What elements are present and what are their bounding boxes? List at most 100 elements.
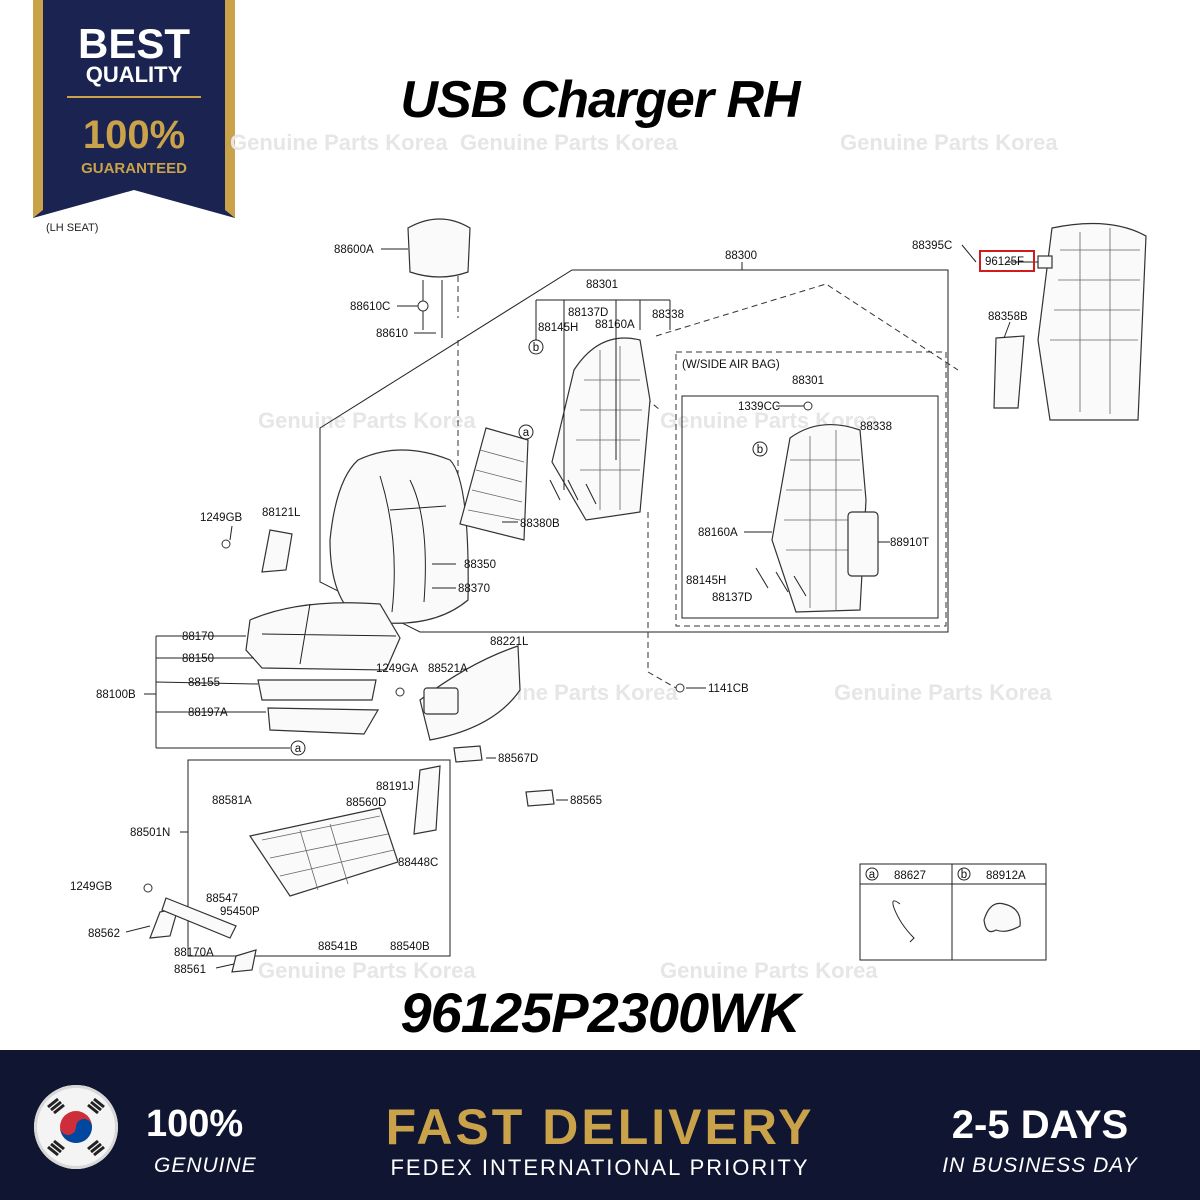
part-label: 1339CC xyxy=(738,401,780,413)
side-airbag-box xyxy=(675,351,947,627)
callout-a: a xyxy=(523,427,530,439)
part-label: 88380B xyxy=(520,518,560,530)
best-quality-badge: BEST QUALITY 100% GUARANTEED xyxy=(33,0,235,218)
korean-flag-icon xyxy=(34,1085,118,1169)
callout-b: b xyxy=(757,444,763,456)
badge-best: BEST xyxy=(78,20,190,67)
part-label: 88567D xyxy=(498,753,538,765)
watermark: Genuine Parts Korea xyxy=(834,680,1052,705)
genuine-label: GENUINE xyxy=(154,1154,257,1177)
part-label: 1249GB xyxy=(200,512,243,524)
part-label: 88370 xyxy=(458,583,490,595)
backrest-pad xyxy=(459,427,529,541)
part-label: 88561 xyxy=(174,964,206,976)
part-label: 88155 xyxy=(188,677,220,689)
seat-switch xyxy=(423,687,459,715)
badge-quality: QUALITY xyxy=(86,62,183,87)
part-label: 95450P xyxy=(220,906,260,918)
seatback-cushion xyxy=(329,449,469,624)
legend-b-part: 88912A xyxy=(986,870,1026,882)
part-label: 88145H xyxy=(538,322,578,334)
part-label: 88395C xyxy=(912,240,952,252)
part-label: 88581A xyxy=(212,795,252,807)
seatback-back-cover xyxy=(1037,222,1147,421)
side-airbag-label: (W/SIDE AIR BAG) xyxy=(682,359,780,371)
legend-a-part: 88627 xyxy=(894,870,926,882)
part-label: 88300 xyxy=(725,250,757,262)
part-label: 88501N xyxy=(130,827,170,839)
callout-a: a xyxy=(295,743,302,755)
badge-guaranteed: GUARANTEED xyxy=(81,160,187,177)
seatback-group-outline xyxy=(319,269,949,633)
watermark: Genuine Parts Korea xyxy=(660,958,878,983)
clip-88912A xyxy=(983,902,1021,933)
part-label: 88610C xyxy=(350,301,390,313)
part-label: 88160A xyxy=(698,527,738,539)
part-label: 88610 xyxy=(376,328,408,340)
watermark: Genuine Parts Korea xyxy=(230,130,448,155)
page-title: USB Charger RH xyxy=(400,71,800,129)
seat-harness-cover xyxy=(413,765,441,835)
seat-cushion-pan xyxy=(267,707,380,735)
part-label: 88910T xyxy=(890,537,929,549)
legend-box: a 88627 b 88912A xyxy=(859,863,1047,961)
side-airbag-module xyxy=(847,511,879,577)
footer-banner xyxy=(0,1050,1200,1200)
watermark: Genuine Parts Korea xyxy=(258,958,476,983)
rear-cover xyxy=(231,949,257,973)
part-label: 1141CB xyxy=(708,683,749,695)
side-shield xyxy=(419,645,521,741)
legend-a-key: a xyxy=(869,869,876,881)
part-label: 88358B xyxy=(988,311,1028,323)
part-label: 88338 xyxy=(860,421,892,433)
badge-percent: 100% xyxy=(83,113,185,157)
part-label: 88145H xyxy=(686,575,726,587)
part-label: 88191J xyxy=(376,781,414,793)
part-label: 1249GA xyxy=(376,663,419,675)
shipping-method: FEDEX INTERNATIONAL PRIORITY xyxy=(390,1155,810,1180)
part-label: 88521A xyxy=(428,663,468,675)
part-label: 88197A xyxy=(188,707,228,719)
part-label: 88170 xyxy=(182,631,214,643)
legend-b-key: b xyxy=(961,869,967,881)
part-label: 88541B xyxy=(318,941,358,953)
seat-track-group-outline xyxy=(187,759,451,957)
watermark: Genuine Parts Korea xyxy=(258,408,476,433)
callouts: b a b a xyxy=(290,339,768,756)
bolts xyxy=(143,300,813,893)
airbag-seatback-frame xyxy=(771,424,867,613)
fast-delivery-headline: FAST DELIVERY xyxy=(385,1099,815,1155)
part-label: 88565 xyxy=(570,795,602,807)
cover-88567D xyxy=(453,745,483,763)
part-label: 88540B xyxy=(390,941,430,953)
part-label: 88160A xyxy=(595,319,635,331)
part-label: 88547 xyxy=(206,893,238,905)
part-number: 96125P2300WK xyxy=(400,981,801,1044)
part-label: 88100B xyxy=(96,689,136,701)
highlight-box xyxy=(979,250,1035,272)
cover-88565 xyxy=(525,789,555,807)
watermarks: Genuine Parts Korea Genuine Parts Korea … xyxy=(230,130,1058,983)
seat-cushion xyxy=(245,602,401,671)
watermark: Genuine Parts Korea xyxy=(460,130,678,155)
part-labels: 88600A 88610C 88610 88300 88301 88137D 8… xyxy=(70,240,1028,976)
genuine-percent: 100% xyxy=(146,1103,244,1145)
part-label: 88338 xyxy=(652,309,684,321)
seat-heater xyxy=(257,679,377,701)
part-label-highlighted: 96125F xyxy=(985,256,1024,268)
clip-88627 xyxy=(892,900,915,943)
part-label: 88221L xyxy=(490,636,529,648)
part-label: 88560D xyxy=(346,797,386,809)
headrest xyxy=(407,218,471,278)
delivery-days-label: IN BUSINESS DAY xyxy=(942,1154,1138,1177)
seat-track-frame xyxy=(249,807,399,897)
usb-charger xyxy=(1037,255,1053,269)
seatback-frame xyxy=(551,337,651,521)
lh-seat-note: (LH SEAT) xyxy=(46,222,99,234)
callout-b: b xyxy=(533,342,539,354)
recliner-cover xyxy=(261,529,293,573)
part-label: 88562 xyxy=(88,928,120,940)
track-cover xyxy=(161,897,237,939)
part-label: 88301 xyxy=(792,375,824,387)
